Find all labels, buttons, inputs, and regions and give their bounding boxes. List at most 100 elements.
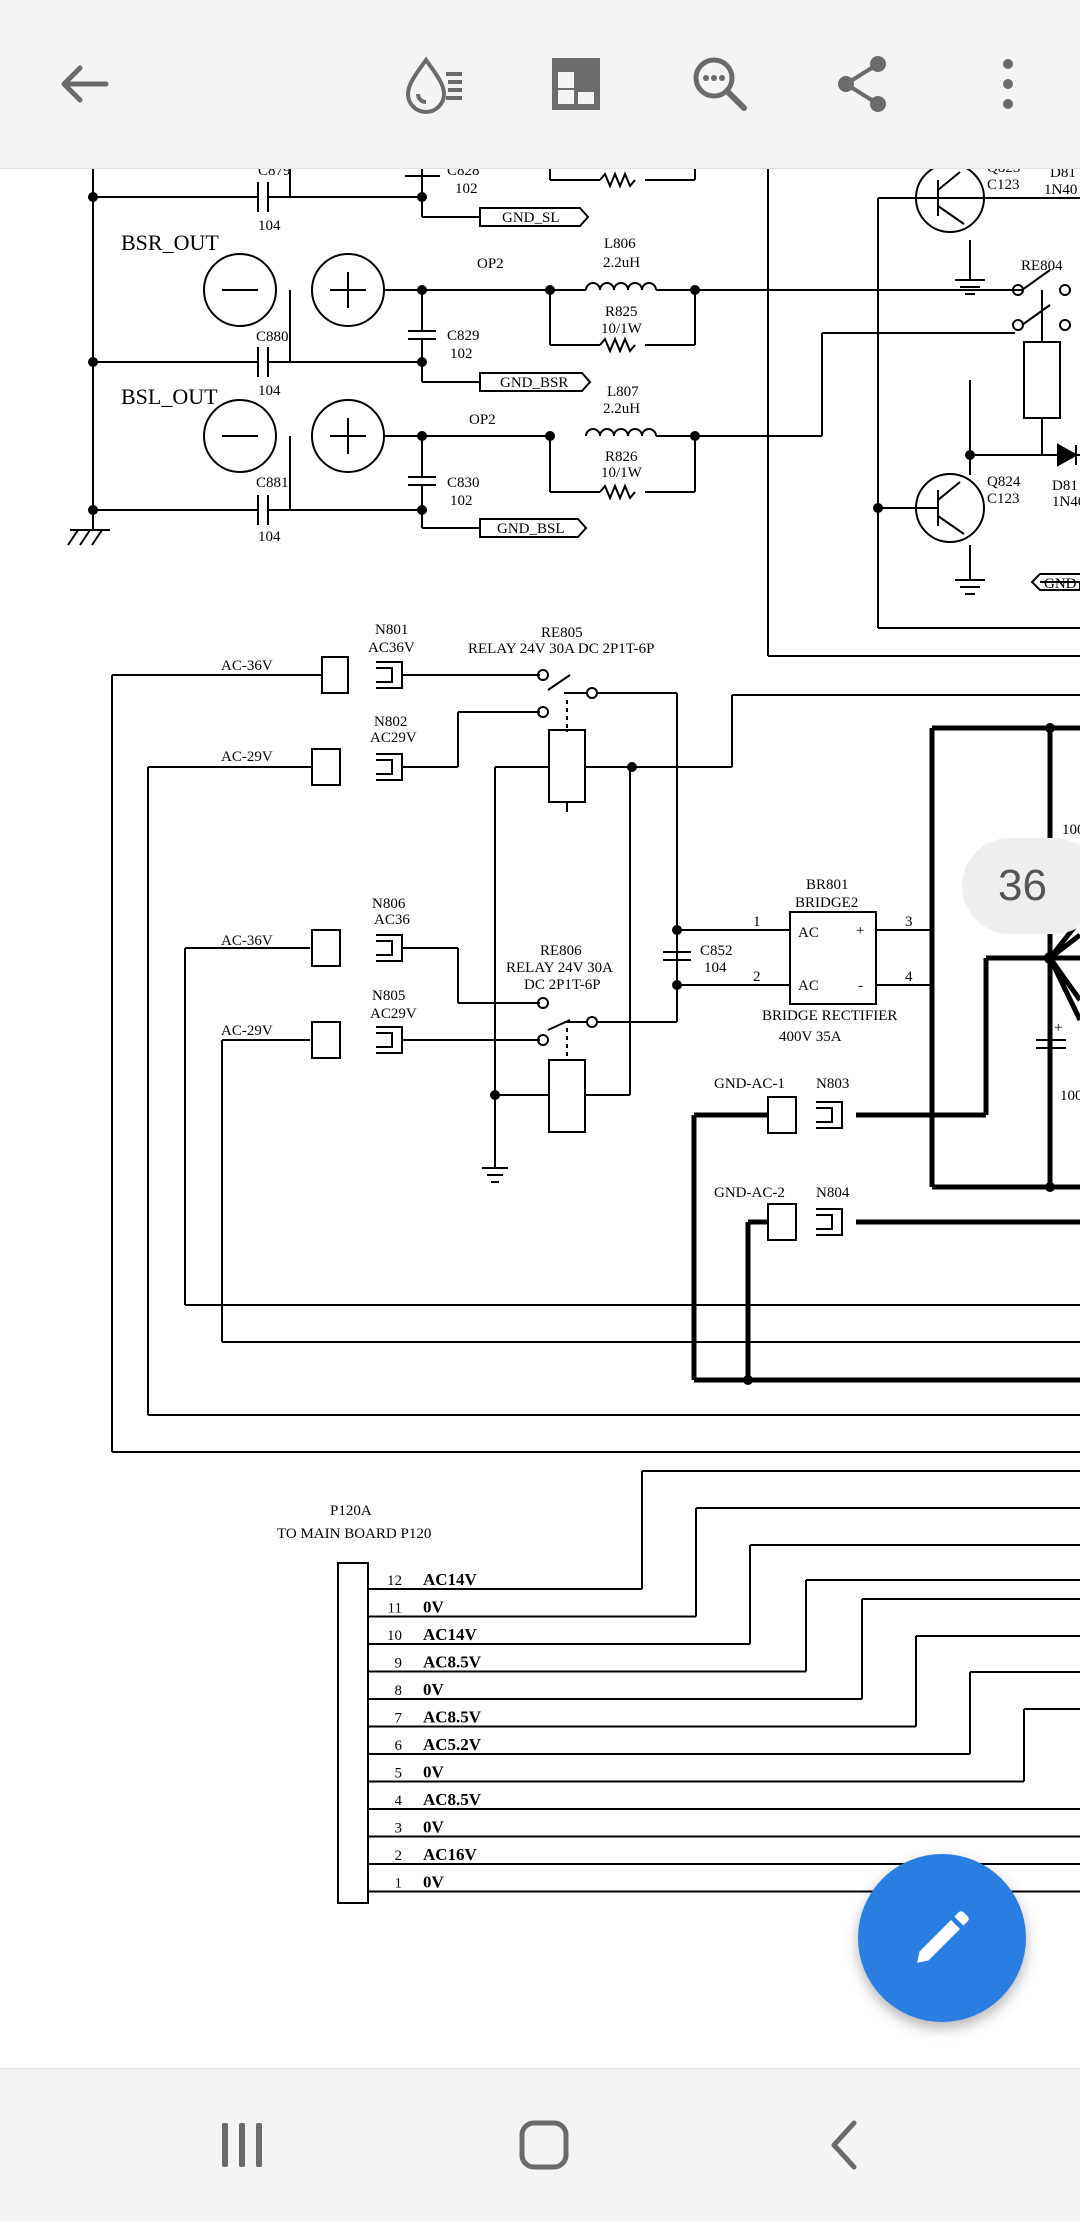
label-ac36b: AC-36V — [221, 933, 273, 949]
label-q823: Q823 — [987, 168, 1020, 176]
recent-apps-icon[interactable] — [194, 2105, 290, 2185]
label-d81a: D81 — [1050, 168, 1076, 181]
connector-pin-label: 0V — [423, 1763, 445, 1782]
label-p120a: P120A — [330, 1503, 372, 1519]
label-ac29a: AC-29V — [221, 749, 273, 765]
label-op2b: OP2 — [469, 412, 496, 428]
label-re806v1: RELAY 24V 30A — [506, 960, 613, 976]
label-r825: R825 — [605, 304, 638, 320]
top-toolbar — [0, 0, 1080, 169]
label-bsr-out: BSR_OUT — [121, 230, 219, 255]
label-d81bv: 1N40 — [1052, 494, 1080, 510]
label-c852: C852 — [700, 943, 733, 959]
connector-pin-label: 0V — [423, 1598, 445, 1617]
label-gnd-ac2: GND-AC-2 — [714, 1185, 785, 1201]
connector-pin-label: 0V — [423, 1818, 445, 1837]
label-c880: C880 — [256, 329, 289, 345]
label-ac29b: AC-29V — [221, 1023, 273, 1039]
connector-pin-label: AC5.2V — [423, 1735, 482, 1754]
label-c830: C830 — [447, 475, 480, 491]
label-re804: RE804 — [1021, 258, 1063, 274]
connector-pin-number: 1 — [395, 1876, 403, 1892]
edit-button[interactable] — [858, 1854, 1026, 2022]
label-ac1: AC — [798, 925, 819, 941]
back-icon[interactable] — [798, 2105, 894, 2185]
label-n806: N806 — [372, 896, 406, 912]
search-more-icon[interactable] — [676, 40, 764, 128]
connector-pin-number: 11 — [388, 1601, 402, 1617]
label-bsl-out: BSL_OUT — [121, 384, 218, 409]
more-vert-icon[interactable] — [964, 40, 1052, 128]
label-n802: N802 — [374, 714, 407, 730]
label-p120a-desc: TO MAIN BOARD P120 — [277, 1526, 431, 1542]
connector-pin-label: AC8.5V — [423, 1653, 482, 1672]
connector-pin-number: 8 — [395, 1683, 403, 1699]
ink-drop-icon[interactable] — [390, 40, 478, 128]
label-n801v: AC36V — [368, 640, 415, 656]
label-100b: 100 — [1060, 1088, 1080, 1104]
label-102a: 102 — [455, 181, 478, 197]
document-page[interactable]: C879 C828 102 104 GND_SL BSR_OUT OP2 L80… — [0, 168, 1080, 2068]
label-brdesc: BRIDGE RECTIFIER — [762, 1008, 897, 1024]
connector-pin-number: 4 — [395, 1793, 403, 1809]
label-c879: C879 — [258, 168, 291, 179]
connector-pin-label: AC14V — [423, 1625, 478, 1644]
label-l807: L807 — [607, 384, 639, 400]
back-arrow-icon[interactable] — [40, 40, 128, 128]
label-q824v: C123 — [987, 491, 1020, 507]
label-gnd-bsr: GND_BSR — [500, 375, 568, 391]
label-re806v2: DC 2P1T-6P — [524, 977, 601, 993]
label-gnd-ac1: GND-AC-1 — [714, 1076, 785, 1092]
connector-pin-number: 3 — [395, 1821, 403, 1837]
label-104c: 104 — [258, 529, 281, 545]
label-r826: R826 — [605, 449, 638, 465]
label-d81av: 1N40 — [1044, 182, 1077, 198]
connector-pin-number: 5 — [395, 1766, 403, 1782]
label-q823v: C123 — [987, 177, 1020, 193]
connector-pin-label: AC8.5V — [423, 1790, 482, 1809]
system-nav-bar — [0, 2068, 1080, 2221]
label-pin1: 1 — [753, 914, 761, 930]
label-br801: BR801 — [806, 877, 849, 893]
connector-pin-number: 12 — [387, 1573, 402, 1589]
home-icon[interactable] — [496, 2105, 592, 2185]
connector-pin-label: AC8.5V — [423, 1708, 482, 1727]
page-number-indicator: 36 — [962, 838, 1080, 934]
label-d81b: D81 — [1052, 478, 1078, 494]
label-n804: N804 — [816, 1185, 850, 1201]
connector-pin-number: 9 — [395, 1656, 403, 1672]
label-102c: 102 — [450, 493, 473, 509]
connector-pin-label: AC16V — [423, 1845, 478, 1864]
label-cap-plus: + — [1054, 1020, 1062, 1036]
label-n805: N805 — [372, 988, 405, 1004]
label-gnd-bsl: GND_BSL — [497, 521, 565, 537]
connector-pin-label: 0V — [423, 1680, 445, 1699]
label-q824: Q824 — [987, 474, 1021, 490]
label-n801: N801 — [375, 622, 408, 638]
connector-pin-number: 2 — [395, 1848, 403, 1864]
connector-pin-label: 0V — [423, 1873, 445, 1892]
label-re806: RE806 — [540, 943, 582, 959]
pencil-icon — [917, 1911, 969, 1963]
label-n805v: AC29V — [370, 1006, 417, 1022]
label-c881: C881 — [256, 475, 289, 491]
share-icon[interactable] — [818, 40, 906, 128]
connector-pin-label: AC14V — [423, 1570, 478, 1589]
label-pin4: 4 — [905, 969, 913, 985]
label-c852v: 104 — [704, 960, 727, 976]
label-n806v: AC36 — [374, 912, 410, 928]
label-ac36a: AC-36V — [221, 658, 273, 674]
label-op2a: OP2 — [477, 256, 504, 272]
label-c828: C828 — [447, 168, 480, 179]
label-brrating: 400V 35A — [779, 1029, 842, 1045]
page-layout-icon[interactable] — [532, 40, 620, 128]
label-n803: N803 — [816, 1076, 849, 1092]
connector-pin-number: 10 — [387, 1628, 402, 1644]
label-pin3: 3 — [905, 914, 913, 930]
label-100a: 100 — [1062, 822, 1080, 838]
label-l806: L806 — [604, 236, 636, 252]
schematic-drawing: C879 C828 102 104 GND_SL BSR_OUT OP2 L80… — [67, 168, 1080, 1904]
connector-pin-number: 7 — [395, 1711, 403, 1727]
label-gnd-right: GND — [1044, 576, 1077, 592]
label-c829: C829 — [447, 328, 480, 344]
